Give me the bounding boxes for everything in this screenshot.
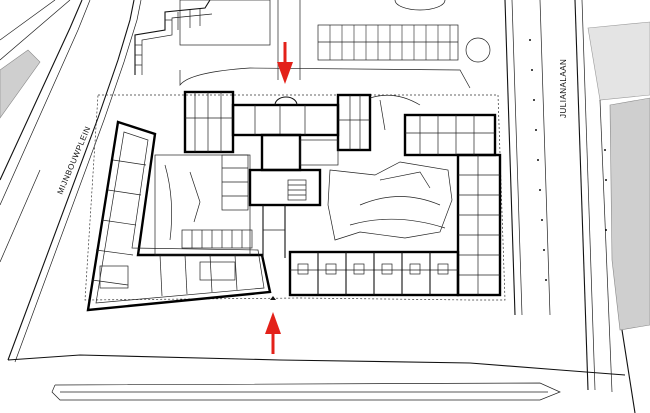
north-main-building xyxy=(183,90,372,258)
site-boundary xyxy=(84,94,506,301)
south-residential-block xyxy=(288,250,460,297)
entrance-marker-icon xyxy=(270,296,276,300)
north-stair-structure xyxy=(134,0,271,75)
street-label-mijnbouwplein: MIJNBOUWPLEIN xyxy=(56,125,93,196)
neighbouring-buildings xyxy=(0,21,650,331)
red-arrow-down-icon xyxy=(277,42,293,84)
west-residential-block xyxy=(86,120,272,312)
west-courtyard-landscape xyxy=(154,154,253,256)
north-parking-lot xyxy=(317,24,459,61)
street-network xyxy=(0,0,636,413)
red-arrow-up-icon xyxy=(265,312,281,354)
street-label-julianalaan: JULIANALAAN xyxy=(559,59,568,118)
east-residential-block xyxy=(403,113,502,297)
east-garden-landscape xyxy=(327,94,453,241)
